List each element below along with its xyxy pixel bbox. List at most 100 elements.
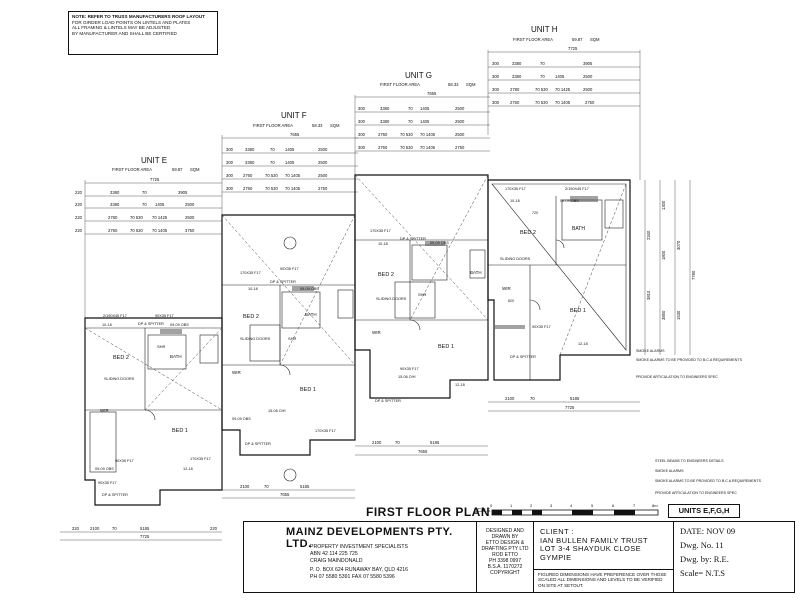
svg-text:300: 300 <box>492 87 500 92</box>
svg-text:70 530: 70 530 <box>535 100 548 105</box>
svg-text:PROVIDE ARTICULATION TO ENGINE: PROVIDE ARTICULATION TO ENGINEERS SPEC <box>636 375 718 379</box>
svg-text:SLIDING DOORS: SLIDING DOORS <box>240 337 271 341</box>
svg-text:70 530: 70 530 <box>265 186 278 191</box>
svg-text:DP & SPITTER: DP & SPITTER <box>375 399 401 403</box>
svg-text:2500: 2500 <box>583 74 593 79</box>
svg-text:70: 70 <box>142 202 147 207</box>
bottom-dimensions: 220 2100 70 5185 220 7725 2100 70 5185 7… <box>60 396 640 541</box>
svg-text:70: 70 <box>408 106 413 111</box>
svg-text:7780: 7780 <box>691 270 696 280</box>
svg-text:5185: 5185 <box>570 396 580 401</box>
svg-text:BATH: BATH <box>305 312 317 317</box>
svg-text:2100: 2100 <box>90 526 100 531</box>
svg-text:2750: 2750 <box>455 145 465 150</box>
svg-text:300: 300 <box>358 145 366 150</box>
svg-text:2/190X45 F17: 2/190X45 F17 <box>103 314 127 318</box>
svg-text:7725: 7725 <box>565 405 575 410</box>
svg-text:2750: 2750 <box>585 100 595 105</box>
svg-text:PROVIDE ARTICULATION TO ENGINE: PROVIDE ARTICULATION TO ENGINEERS SPEC <box>655 491 737 495</box>
svg-text:3380: 3380 <box>512 74 522 79</box>
svg-text:1405: 1405 <box>155 202 165 207</box>
revision-date: DATE: NOV 09 <box>680 526 736 536</box>
svg-text:3750: 3750 <box>185 228 195 233</box>
svg-text:BED 1: BED 1 <box>300 387 316 393</box>
roof-layout-note: NOTE: REFER TO TRUSS MANUFACTURERS ROOF … <box>68 11 218 55</box>
svg-text:BED 1: BED 1 <box>172 428 188 434</box>
unit-f-title: UNIT F <box>281 111 307 120</box>
svg-text:720: 720 <box>532 211 538 215</box>
svg-text:7725: 7725 <box>568 46 578 51</box>
svg-text:300: 300 <box>358 132 366 137</box>
svg-text:70: 70 <box>112 526 117 531</box>
svg-text:WIR: WIR <box>100 408 109 413</box>
svg-text:SQM: SQM <box>330 123 340 128</box>
unit-g-title: UNIT G <box>405 71 432 80</box>
svg-text:2100: 2100 <box>505 396 515 401</box>
svg-text:SLIDING DOORS: SLIDING DOORS <box>500 257 531 261</box>
svg-text:DP & SPITTER: DP & SPITTER <box>245 442 271 446</box>
svg-text:59.87: 59.87 <box>172 167 183 172</box>
svg-text:90X35 F17: 90X35 F17 <box>155 314 174 318</box>
svg-text:70 530: 70 530 <box>265 173 278 178</box>
svg-text:2500: 2500 <box>185 202 195 207</box>
svg-text:10-18: 10-18 <box>102 323 112 327</box>
svg-text:3070: 3070 <box>676 240 681 250</box>
svg-text:170X35 F17: 170X35 F17 <box>190 457 211 461</box>
svg-text:70: 70 <box>395 440 400 445</box>
svg-text:300: 300 <box>358 106 366 111</box>
svg-text:70 530: 70 530 <box>400 145 413 150</box>
svg-text:SMOKE ALARMS: SMOKE ALARMS <box>655 469 684 473</box>
svg-text:90X35 F17: 90X35 F17 <box>115 459 134 463</box>
svg-text:220: 220 <box>210 526 218 531</box>
revision-dwg-by: Dwg. by: R.E. <box>680 554 729 564</box>
svg-text:90X35 F17: 90X35 F17 <box>280 267 299 271</box>
svg-text:70 1425: 70 1425 <box>555 87 571 92</box>
svg-text:1405: 1405 <box>420 106 430 111</box>
svg-text:1300: 1300 <box>661 200 666 210</box>
svg-text:70 1405: 70 1405 <box>555 100 571 105</box>
svg-text:DP & SPITTER: DP & SPITTER <box>400 237 426 241</box>
svg-text:WIR: WIR <box>232 370 241 375</box>
svg-text:90X35 F17: 90X35 F17 <box>98 481 117 485</box>
svg-text:SMOKE ALARMS TO BE PROVIDED TO: SMOKE ALARMS TO BE PROVIDED TO B.C.A REQ… <box>655 479 762 483</box>
svg-text:2: 2 <box>530 503 533 508</box>
unit-e-dimensions: UNIT E FIRST FLOOR AREA 59.87 SQM 7725 2… <box>75 156 222 235</box>
svg-text:7655: 7655 <box>418 449 428 454</box>
svg-text:70 1405: 70 1405 <box>285 186 301 191</box>
scale-bar: 0 1 2 3 4 5 6 7 8m <box>490 503 659 516</box>
svg-text:DP & SPITTER: DP & SPITTER <box>270 280 296 284</box>
svg-text:2100: 2100 <box>240 484 250 489</box>
svg-text:BATH: BATH <box>572 226 585 232</box>
svg-text:70 1405: 70 1405 <box>285 173 301 178</box>
svg-text:170X35 F17: 170X35 F17 <box>370 229 391 233</box>
svg-text:3380: 3380 <box>380 106 390 111</box>
svg-text:2760: 2760 <box>378 145 388 150</box>
svg-text:70 530: 70 530 <box>535 87 548 92</box>
svg-text:10-18: 10-18 <box>378 242 388 246</box>
svg-text:2760: 2760 <box>108 228 118 233</box>
svg-text:2780: 2780 <box>108 215 118 220</box>
svg-text:70 1425: 70 1425 <box>152 215 168 220</box>
svg-text:2500: 2500 <box>318 147 328 152</box>
svg-text:3810: 3810 <box>646 290 651 300</box>
svg-text:5185: 5185 <box>430 440 440 445</box>
client-name: IAN BULLEN FAMILY TRUST <box>540 535 648 545</box>
svg-text:59.87: 59.87 <box>572 37 583 42</box>
svg-text:DP & SPITTER: DP & SPITTER <box>138 322 164 326</box>
svg-text:09-09 OBS: 09-09 OBS <box>170 323 189 327</box>
svg-text:58.33: 58.33 <box>312 123 323 128</box>
svg-text:12-18: 12-18 <box>455 383 465 387</box>
plan-title: FIRST FLOOR PLAN <box>366 505 490 519</box>
svg-text:1405: 1405 <box>555 74 565 79</box>
svg-text:3905: 3905 <box>178 190 188 195</box>
svg-text:BED 2: BED 2 <box>378 272 394 278</box>
svg-text:15-06 O/H: 15-06 O/H <box>268 409 286 413</box>
unit-h-plan: BED 2 BATH BED 1 WIR SLIDING DOORS 170X3… <box>487 179 631 381</box>
svg-text:300: 300 <box>226 160 234 165</box>
revision-dwg-no: Dwg. No. 11 <box>680 540 724 550</box>
svg-text:220: 220 <box>75 228 83 233</box>
svg-text:0: 0 <box>490 503 493 508</box>
svg-text:1405: 1405 <box>285 147 295 152</box>
svg-text:70: 70 <box>270 147 275 152</box>
svg-text:SQM: SQM <box>466 82 476 87</box>
